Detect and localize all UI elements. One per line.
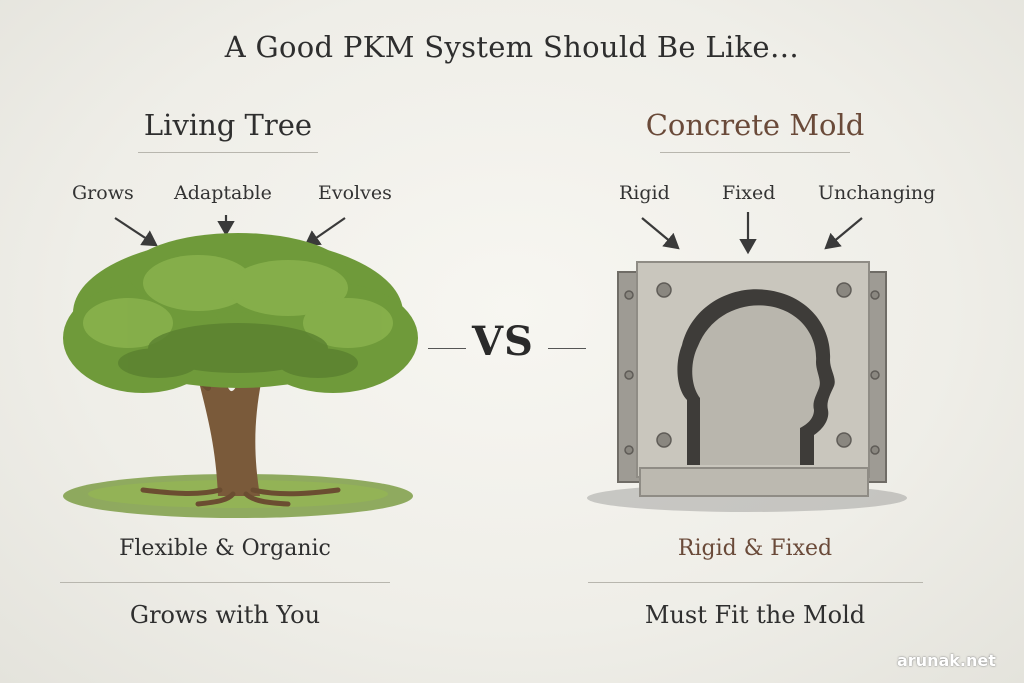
- left-heading-divider: [138, 152, 318, 153]
- watermark: arunak.net: [897, 651, 996, 670]
- right-caption: Rigid & Fixed: [677, 536, 833, 561]
- concrete-mold-illustration: [587, 261, 907, 512]
- left-caption: Flexible & Organic: [119, 536, 331, 561]
- arrow-rigid: [641, 217, 680, 250]
- vs-right-line: [548, 348, 586, 349]
- page-title: A Good PKM System Should Be Like…: [224, 30, 800, 64]
- tag-fixed: Fixed: [722, 182, 776, 204]
- tree-illustration: [63, 233, 418, 518]
- right-caption-divider: [588, 582, 923, 583]
- right-heading-divider: [660, 152, 850, 153]
- left-subcaption: Grows with You: [129, 601, 321, 629]
- tag-evolves: Evolves: [318, 182, 392, 204]
- concrete-mold-heading: Concrete Mold: [645, 108, 865, 142]
- right-subcaption: Must Fit the Mold: [644, 601, 866, 629]
- arrow-grows: [114, 217, 158, 247]
- tag-rigid: Rigid: [619, 182, 670, 204]
- vs-left-line: [428, 348, 466, 349]
- living-tree-heading: Living Tree: [143, 108, 313, 142]
- tag-grows: Grows: [72, 182, 134, 204]
- left-caption-divider: [60, 582, 390, 583]
- tag-adaptable: Adaptable: [174, 182, 272, 204]
- tag-unchanging: Unchanging: [818, 182, 936, 204]
- arrow-unchanging: [824, 217, 863, 250]
- arrow-evolves: [304, 217, 346, 247]
- vs-label: VS: [472, 318, 534, 365]
